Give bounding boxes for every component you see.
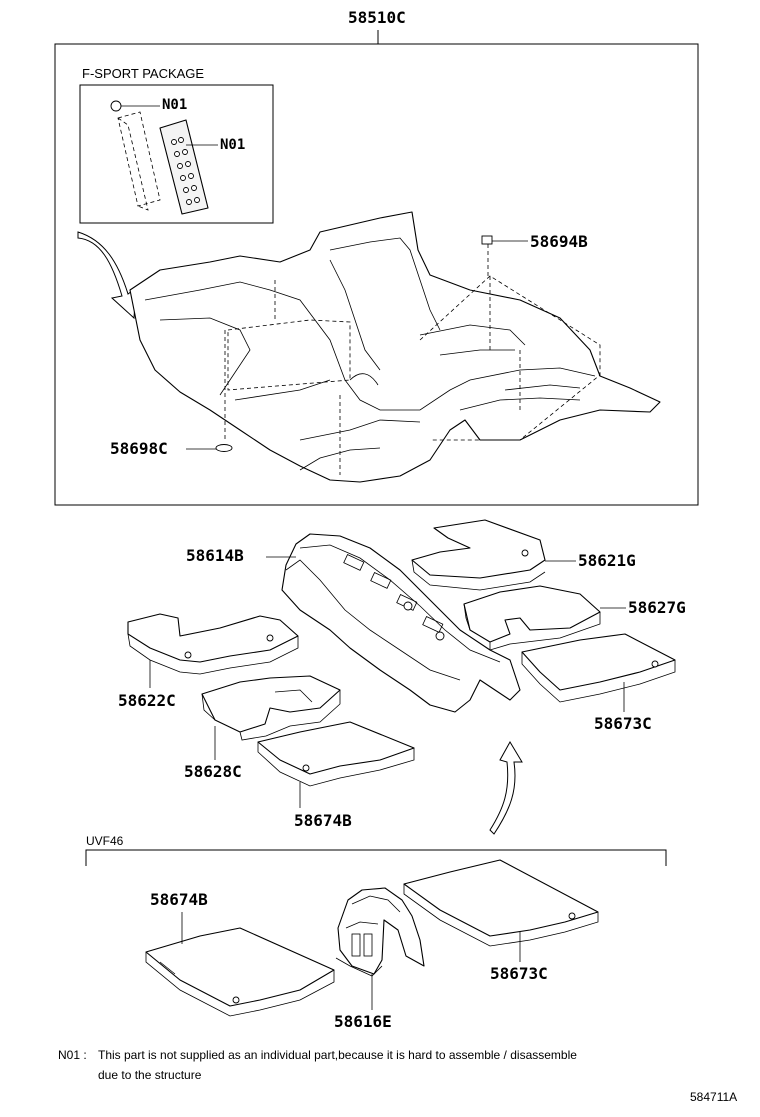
f-sport-inset-frame [79, 84, 274, 224]
n01-bolt-icon [110, 100, 160, 112]
carpet-assy-frame [54, 43, 699, 506]
pad-58674b-upper-drawing [257, 721, 415, 808]
label-58616e: 58616E [334, 1012, 392, 1031]
label-58698c: 58698C [110, 439, 168, 458]
label-58673c-lower: 58673C [490, 964, 548, 983]
label-f-sport-package: F-SPORT PACKAGE [82, 66, 205, 81]
diagram-id: 584711A [690, 1090, 738, 1104]
pad-58674b-lower-drawing [145, 912, 335, 1017]
label-58628c: 58628C [184, 762, 242, 781]
label-58674b-lower: 58674B [150, 890, 208, 909]
silencer-58614b-drawing [266, 533, 521, 713]
note-line-2: due to the structure [98, 1068, 202, 1082]
label-58627g: 58627G [628, 598, 686, 617]
label-58622c: 58622C [118, 691, 176, 710]
note-line-1: This part is not supplied as an individu… [98, 1048, 577, 1062]
label-58674b-upper: 58674B [294, 811, 352, 830]
pad-58621g-drawing [411, 519, 576, 591]
label-58694b: 58694B [530, 232, 588, 251]
clip-58698c-icon [186, 444, 233, 452]
label-58621g: 58621G [578, 551, 636, 570]
pad-58673c-lower-drawing [403, 859, 599, 962]
label-n01-bolt: N01 [162, 97, 188, 113]
floor-carpet-drawing [129, 211, 661, 483]
pad-58627g-drawing [463, 585, 626, 651]
note-prefix: N01 : [58, 1048, 87, 1062]
label-58614b: 58614B [186, 546, 244, 565]
pad-58628c-drawing [201, 675, 341, 760]
label-uvf46: UVF46 [86, 834, 124, 848]
label-58510c: 58510C [348, 8, 406, 27]
uvf46-bracket [85, 849, 667, 866]
inset-arrow-icon [77, 231, 137, 320]
label-n01-plate: N01 [220, 137, 246, 153]
label-58673c-upper: 58673C [594, 714, 652, 733]
clip-58694b-icon [481, 235, 528, 276]
pad-58673c-upper-drawing [521, 633, 676, 712]
pad-58622c-drawing [127, 613, 299, 688]
pad-58616e-drawing [335, 887, 425, 1010]
n01-footrest-plate-icon [117, 111, 218, 215]
up-arrow-icon [489, 741, 523, 835]
